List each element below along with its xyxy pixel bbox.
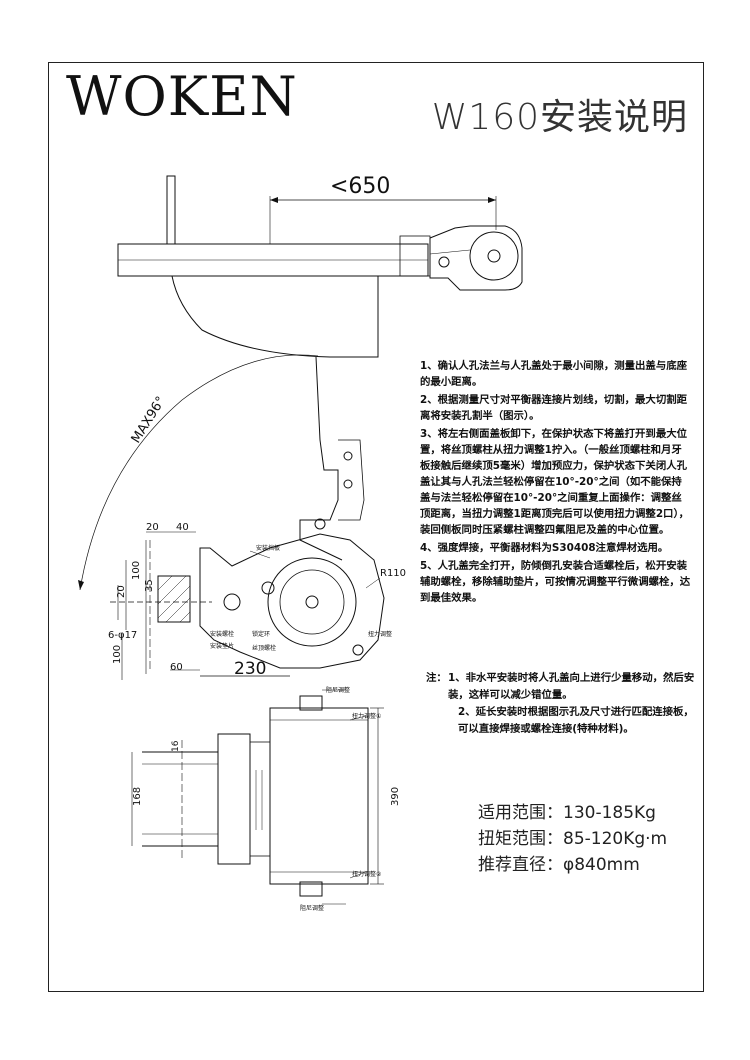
front-view (131, 689, 384, 905)
brand-logo: WOKEN (66, 65, 298, 128)
top-rod (166, 175, 176, 245)
spec-torque-range: 扭矩范围：85-120Kg·m (478, 829, 668, 849)
dim-max-angle: MAX96° (129, 394, 169, 446)
callout-torque: 扭力调整 (368, 630, 392, 638)
side-hinge-body (199, 533, 385, 669)
callout-install-bolt: 安装螺栓 (210, 630, 234, 638)
notes-section: 注： 1、非水平安装时将人孔盖向上进行少量移动，然后安装，这样可以减少错位量。 … (426, 670, 696, 738)
notes-label: 注： (426, 672, 447, 684)
dim-20: 20 (146, 522, 159, 533)
side-drum-outer (267, 557, 357, 647)
drawing-frame (48, 62, 704, 992)
top-hinge-body (429, 225, 523, 291)
callout-lock-ring: 锁定环 (252, 630, 270, 638)
dim-390: 390 (390, 787, 401, 806)
dim-60: 60 (170, 662, 183, 673)
callout-install-shim: 安装垫片 (210, 642, 234, 650)
step-1: 1、确认人孔法兰与人孔盖处于最小间隙，测量出盖与底座的最小距离。 (420, 360, 687, 388)
callout-screw: 丝顶螺栓 (252, 644, 276, 652)
callout-torque-2: 扭力调整② (352, 870, 382, 878)
dim-40: 40 (176, 522, 189, 533)
dim-holes: 6-φ17 (108, 630, 137, 641)
installation-steps: 1、确认人孔法兰与人孔盖处于最小间隙，测量出盖与底座的最小距离。 2、根据测量尺… (420, 358, 692, 608)
dim-100-b: 100 (112, 645, 123, 664)
front-lid-arm (142, 751, 219, 847)
document-title: W160安装说明 (431, 97, 688, 138)
spec-block: 适用范围：130-185Kg 扭矩范围：85-120Kg·m 推荐直径：φ840… (478, 800, 667, 878)
note-2: 2、延长安装时根据图示孔及尺寸进行匹配连接板，可以直接焊接或螺栓连接(特种材料)… (458, 706, 694, 735)
callout-install-plate: 安装挡板 (256, 544, 280, 552)
side-view (78, 354, 385, 680)
dim-230: 230 (234, 659, 266, 679)
spec-load-range: 适用范围：130-185Kg (478, 803, 656, 823)
side-lid-plate (299, 356, 343, 561)
dim-r110: R110 (380, 568, 406, 579)
max-angle-arc (79, 354, 319, 591)
step-2: 2、根据测量尺寸对平衡器连接片划线，切割，最大切割距离将安装孔割半（图示）。 (420, 394, 687, 422)
step-5: 5、人孔盖完全打开，防倾倒孔安装合适螺栓后，松开安装辅助螺栓，移除辅助垫片，可按… (420, 560, 691, 604)
dim-168: 168 (132, 787, 143, 806)
step-4: 4、强度焊接，平衡器材料为S30408注意焊材选用。 (420, 542, 669, 554)
note-1: 1、非水平安装时将人孔盖向上进行少量移动，然后安装，这样可以减少错位量。 (448, 672, 695, 701)
dim-20-b: 20 (116, 585, 127, 598)
callout-damper-bottom: 阻尼调整 (300, 904, 324, 912)
top-hinge-drum (469, 231, 519, 281)
flange-block (157, 575, 191, 623)
top-view (117, 175, 523, 358)
spec-diameter: 推荐直径：φ840mm (478, 855, 640, 875)
dim-35: 35 (144, 579, 155, 592)
step-3: 3、将左右侧面盖板卸下，在保护状态下将盖打开到最大位置，将丝顶螺柱从扭力调整1拧… (420, 428, 690, 536)
top-lid-outline (171, 275, 379, 358)
callout-damper-top: 阻尼调整 (326, 686, 350, 694)
dim-16: 16 (171, 740, 181, 752)
front-drum (269, 707, 369, 885)
callout-torque-1: 扭力调整① (352, 712, 381, 720)
front-bracket (217, 733, 251, 865)
dim-top-width: <650 (330, 174, 390, 199)
dim-100-a: 100 (131, 561, 142, 580)
